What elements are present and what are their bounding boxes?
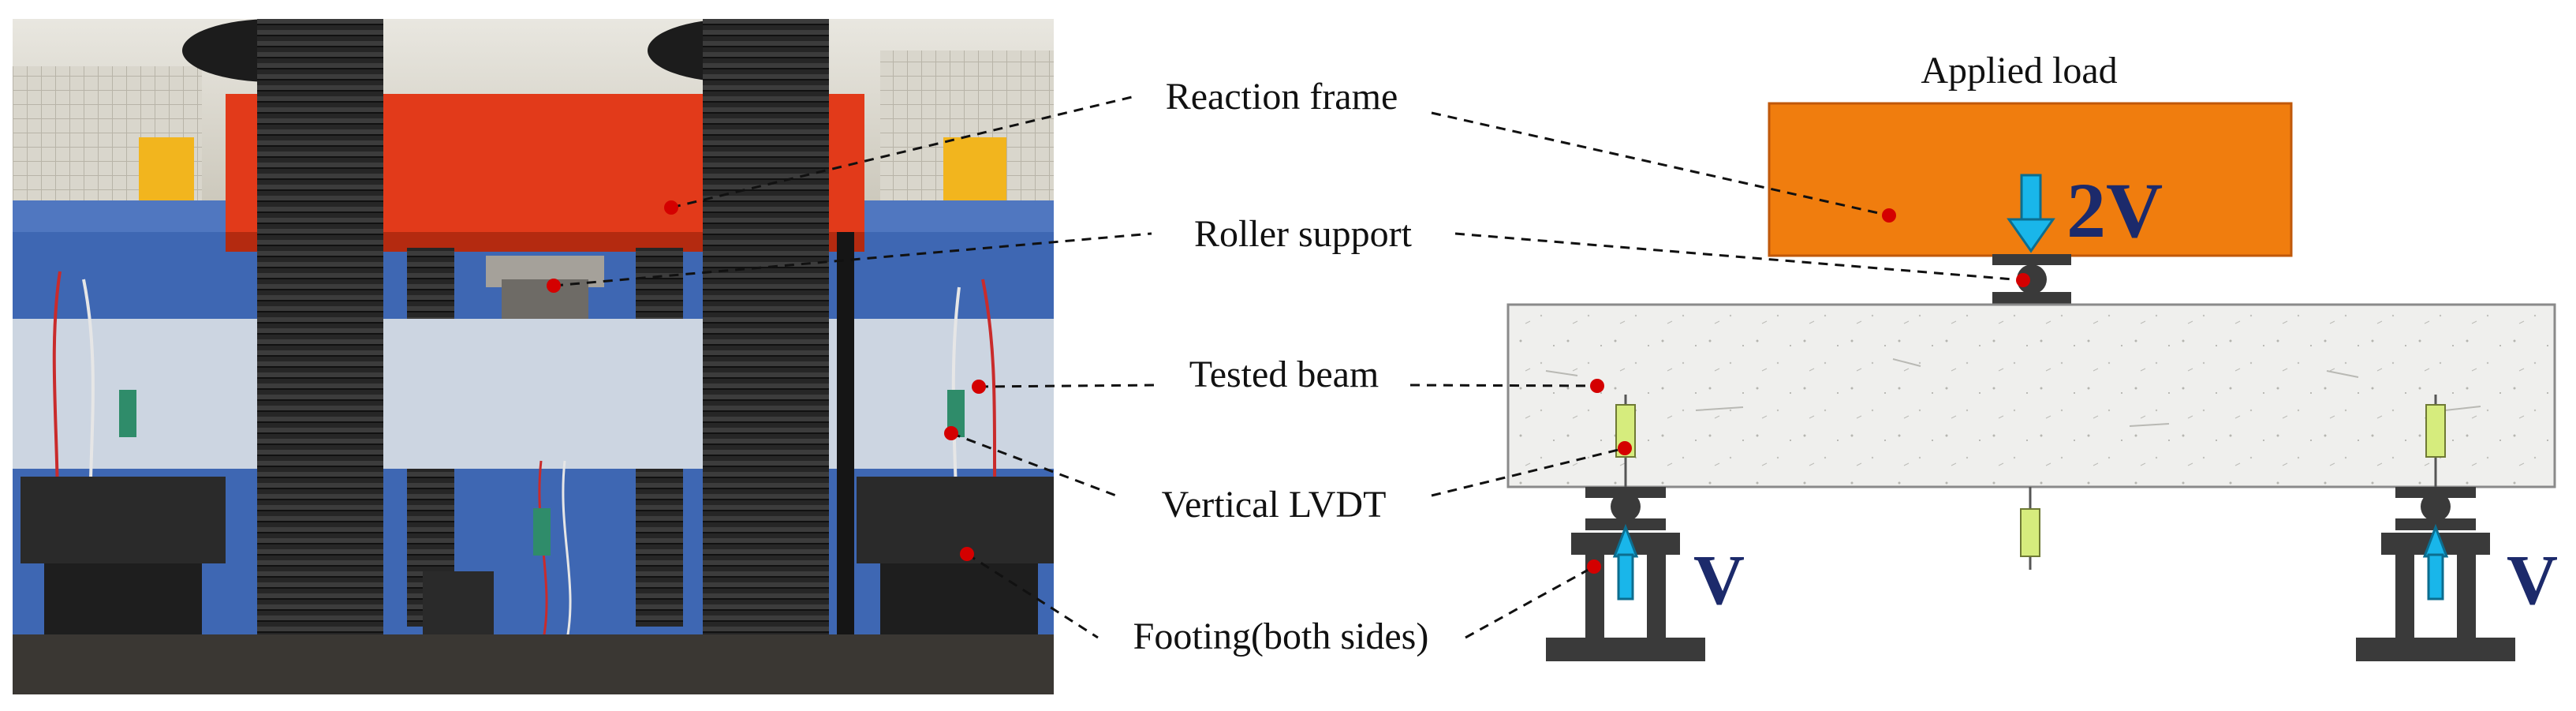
reaction-frame-label: Reaction frame bbox=[1166, 76, 1398, 118]
marker-lvdt-diagram bbox=[1618, 441, 1632, 455]
reaction-right-label: V bbox=[2507, 541, 2558, 619]
reaction-arrow-icon bbox=[2422, 523, 2449, 601]
marker-roller-photo bbox=[547, 279, 561, 293]
photo-drawing bbox=[13, 19, 1054, 694]
roller-support-label: Roller support bbox=[1194, 213, 1413, 255]
lvdt-icon bbox=[2020, 487, 2040, 570]
load-2v-label: 2V bbox=[2066, 167, 2163, 254]
marker-footing-diagram bbox=[1587, 559, 1601, 574]
lvdt-icon bbox=[2425, 395, 2446, 489]
load-arrow-icon bbox=[2007, 174, 2055, 253]
markers bbox=[547, 200, 2030, 574]
marker-beam-photo bbox=[972, 380, 986, 394]
leader-lines bbox=[553, 95, 2024, 639]
reaction-arrow-icon bbox=[1612, 523, 1639, 601]
applied-load-label: Applied load bbox=[1921, 50, 2117, 92]
footing-label: Footing(both sides) bbox=[1133, 616, 1429, 657]
marker-reaction-frame-photo bbox=[664, 200, 678, 215]
marker-footing-photo bbox=[960, 547, 974, 561]
tested-beam-label: Tested beam bbox=[1189, 354, 1379, 395]
marker-roller-diagram bbox=[2016, 273, 2030, 287]
beam-texture bbox=[1545, 358, 2481, 427]
right-footing bbox=[2356, 487, 2515, 661]
test-setup-photo bbox=[13, 19, 1054, 694]
marker-beam-diagram bbox=[1590, 379, 1604, 393]
tested-beam bbox=[1506, 303, 2556, 488]
marker-reaction-frame-diagram bbox=[1882, 208, 1896, 223]
marker-lvdt-photo bbox=[944, 426, 958, 440]
vertical-lvdt-label: Vertical LVDT bbox=[1162, 484, 1387, 526]
reaction-left-label: V bbox=[1693, 541, 1745, 619]
